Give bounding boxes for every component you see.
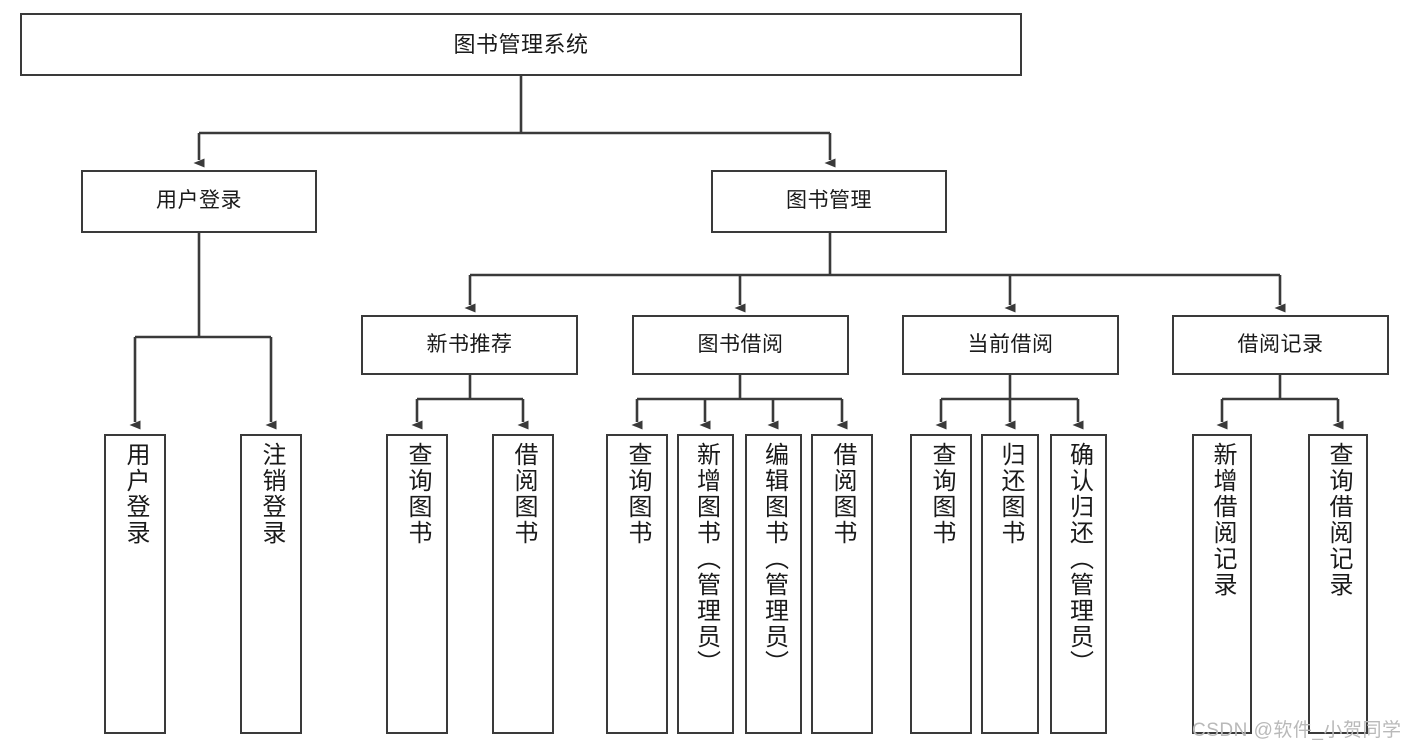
leaf-user-login[interactable]: 用户登录 bbox=[104, 434, 166, 734]
node-label: 新增图书（管理员） bbox=[692, 442, 720, 676]
node-label: 用户登录 bbox=[156, 189, 242, 213]
node-label: 查询图书 bbox=[928, 442, 955, 546]
node-label: 借阅图书 bbox=[510, 442, 537, 546]
node-label: 确认归还（管理员） bbox=[1065, 442, 1093, 676]
node-label: 当前借阅 bbox=[967, 332, 1054, 356]
node-label: 用户登录 bbox=[122, 442, 149, 546]
node-label: 图书借阅 bbox=[697, 332, 784, 356]
leaf-query-borrow-record[interactable]: 查询借阅记录 bbox=[1308, 434, 1368, 734]
leaf-add-borrow-record[interactable]: 新增借阅记录 bbox=[1192, 434, 1252, 734]
node-root-system[interactable]: 图书管理系统 bbox=[20, 13, 1022, 76]
leaf-add-book-admin[interactable]: 新增图书（管理员） bbox=[677, 434, 734, 734]
node-book-borrow[interactable]: 图书借阅 bbox=[632, 315, 849, 375]
node-label: 注销登录 bbox=[258, 442, 285, 546]
leaf-return-book[interactable]: 归还图书 bbox=[981, 434, 1039, 734]
leaf-borrow-book-rec[interactable]: 借阅图书 bbox=[492, 434, 554, 734]
leaf-confirm-return-admin[interactable]: 确认归还（管理员） bbox=[1050, 434, 1107, 734]
node-label: 新书推荐 bbox=[426, 332, 513, 356]
node-label: 查询借阅记录 bbox=[1325, 442, 1352, 598]
node-label: 编辑图书（管理员） bbox=[760, 442, 788, 676]
node-label: 归还图书 bbox=[997, 442, 1024, 546]
node-new-book-rec[interactable]: 新书推荐 bbox=[361, 315, 578, 375]
leaf-query-book-rec[interactable]: 查询图书 bbox=[386, 434, 448, 734]
node-label: 借阅记录 bbox=[1237, 332, 1324, 356]
node-label: 新增借阅记录 bbox=[1209, 442, 1236, 598]
node-label: 图书管理 bbox=[786, 189, 872, 213]
csdn-watermark: CSDN @软件_小贺同学 bbox=[1192, 720, 1402, 741]
node-label: 查询图书 bbox=[404, 442, 431, 546]
leaf-edit-book-admin[interactable]: 编辑图书（管理员） bbox=[745, 434, 802, 734]
node-user-login[interactable]: 用户登录 bbox=[81, 170, 317, 233]
leaf-query-book-current[interactable]: 查询图书 bbox=[910, 434, 972, 734]
node-book-manage[interactable]: 图书管理 bbox=[711, 170, 947, 233]
node-label: 借阅图书 bbox=[829, 442, 856, 546]
node-label: 查询图书 bbox=[624, 442, 651, 546]
node-current-borrow[interactable]: 当前借阅 bbox=[902, 315, 1119, 375]
leaf-query-book-borrow[interactable]: 查询图书 bbox=[606, 434, 668, 734]
node-label: 图书管理系统 bbox=[453, 31, 589, 57]
node-borrow-record[interactable]: 借阅记录 bbox=[1172, 315, 1389, 375]
leaf-logout-login[interactable]: 注销登录 bbox=[240, 434, 302, 734]
leaf-borrow-book[interactable]: 借阅图书 bbox=[811, 434, 873, 734]
